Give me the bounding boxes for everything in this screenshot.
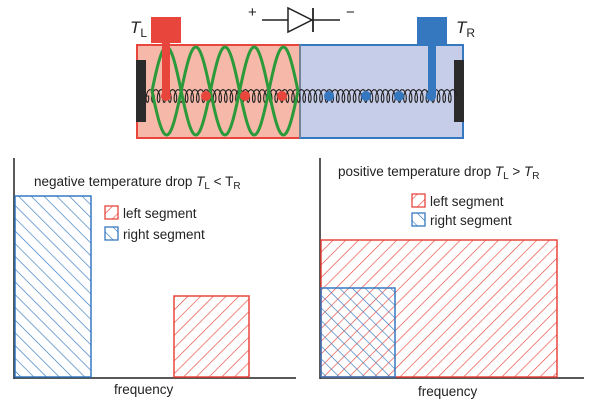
diode-minus-sign: −: [346, 4, 355, 21]
diode-plus-sign: +: [248, 4, 257, 21]
diode-symbol: + −: [248, 4, 355, 34]
chart-positive-title: positive temperature drop TL > TR: [338, 164, 540, 182]
legend-label-right: right segment: [123, 227, 205, 242]
chart-positive-x-label: frequency: [418, 384, 478, 399]
left-temperature-label: TL: [130, 18, 147, 40]
atom-hot: [240, 91, 250, 101]
bar-left-segment: [173, 295, 250, 378]
right-temperature-label: TR: [456, 18, 475, 40]
chart-negative: negative temperature drop TL < TR left s…: [13, 158, 296, 397]
device: TL TR + −: [130, 4, 475, 139]
legend-swatch-left: [411, 193, 426, 208]
legend-swatch-left: [104, 205, 119, 220]
legend-swatch-right: [104, 226, 119, 241]
left-wall: [136, 60, 146, 122]
hot-reservoir: [151, 17, 181, 43]
cold-reservoir-stem: [428, 45, 436, 97]
legend-swatch-right: [411, 212, 426, 227]
cold-reservoir: [417, 17, 447, 45]
chart-positive-legend: left segment right segment: [411, 193, 512, 228]
atom-cold: [361, 91, 371, 101]
hot-reservoir-stem: [162, 43, 170, 96]
chart-negative-x-label: frequency: [114, 382, 174, 397]
legend-label-right: right segment: [430, 213, 512, 228]
vibration-wave: [150, 45, 300, 137]
legend-label-left: left segment: [430, 194, 504, 209]
atom-cold: [324, 91, 334, 101]
diode-triangle-icon: [287, 6, 314, 34]
chart-negative-legend: left segment right segment: [104, 205, 205, 242]
chart-negative-title: negative temperature drop TL < TR: [34, 174, 241, 192]
atom-hot: [201, 91, 211, 101]
atom-hot: [277, 91, 287, 101]
legend-label-left: left segment: [123, 206, 197, 221]
chart-positive: positive temperature drop TL > TR left s…: [319, 158, 584, 399]
bar-right-segment: [14, 195, 92, 378]
bar-right-segment: [320, 287, 396, 378]
atom-cold: [394, 91, 404, 101]
right-wall: [454, 60, 464, 122]
vibration-wave: [150, 45, 300, 137]
